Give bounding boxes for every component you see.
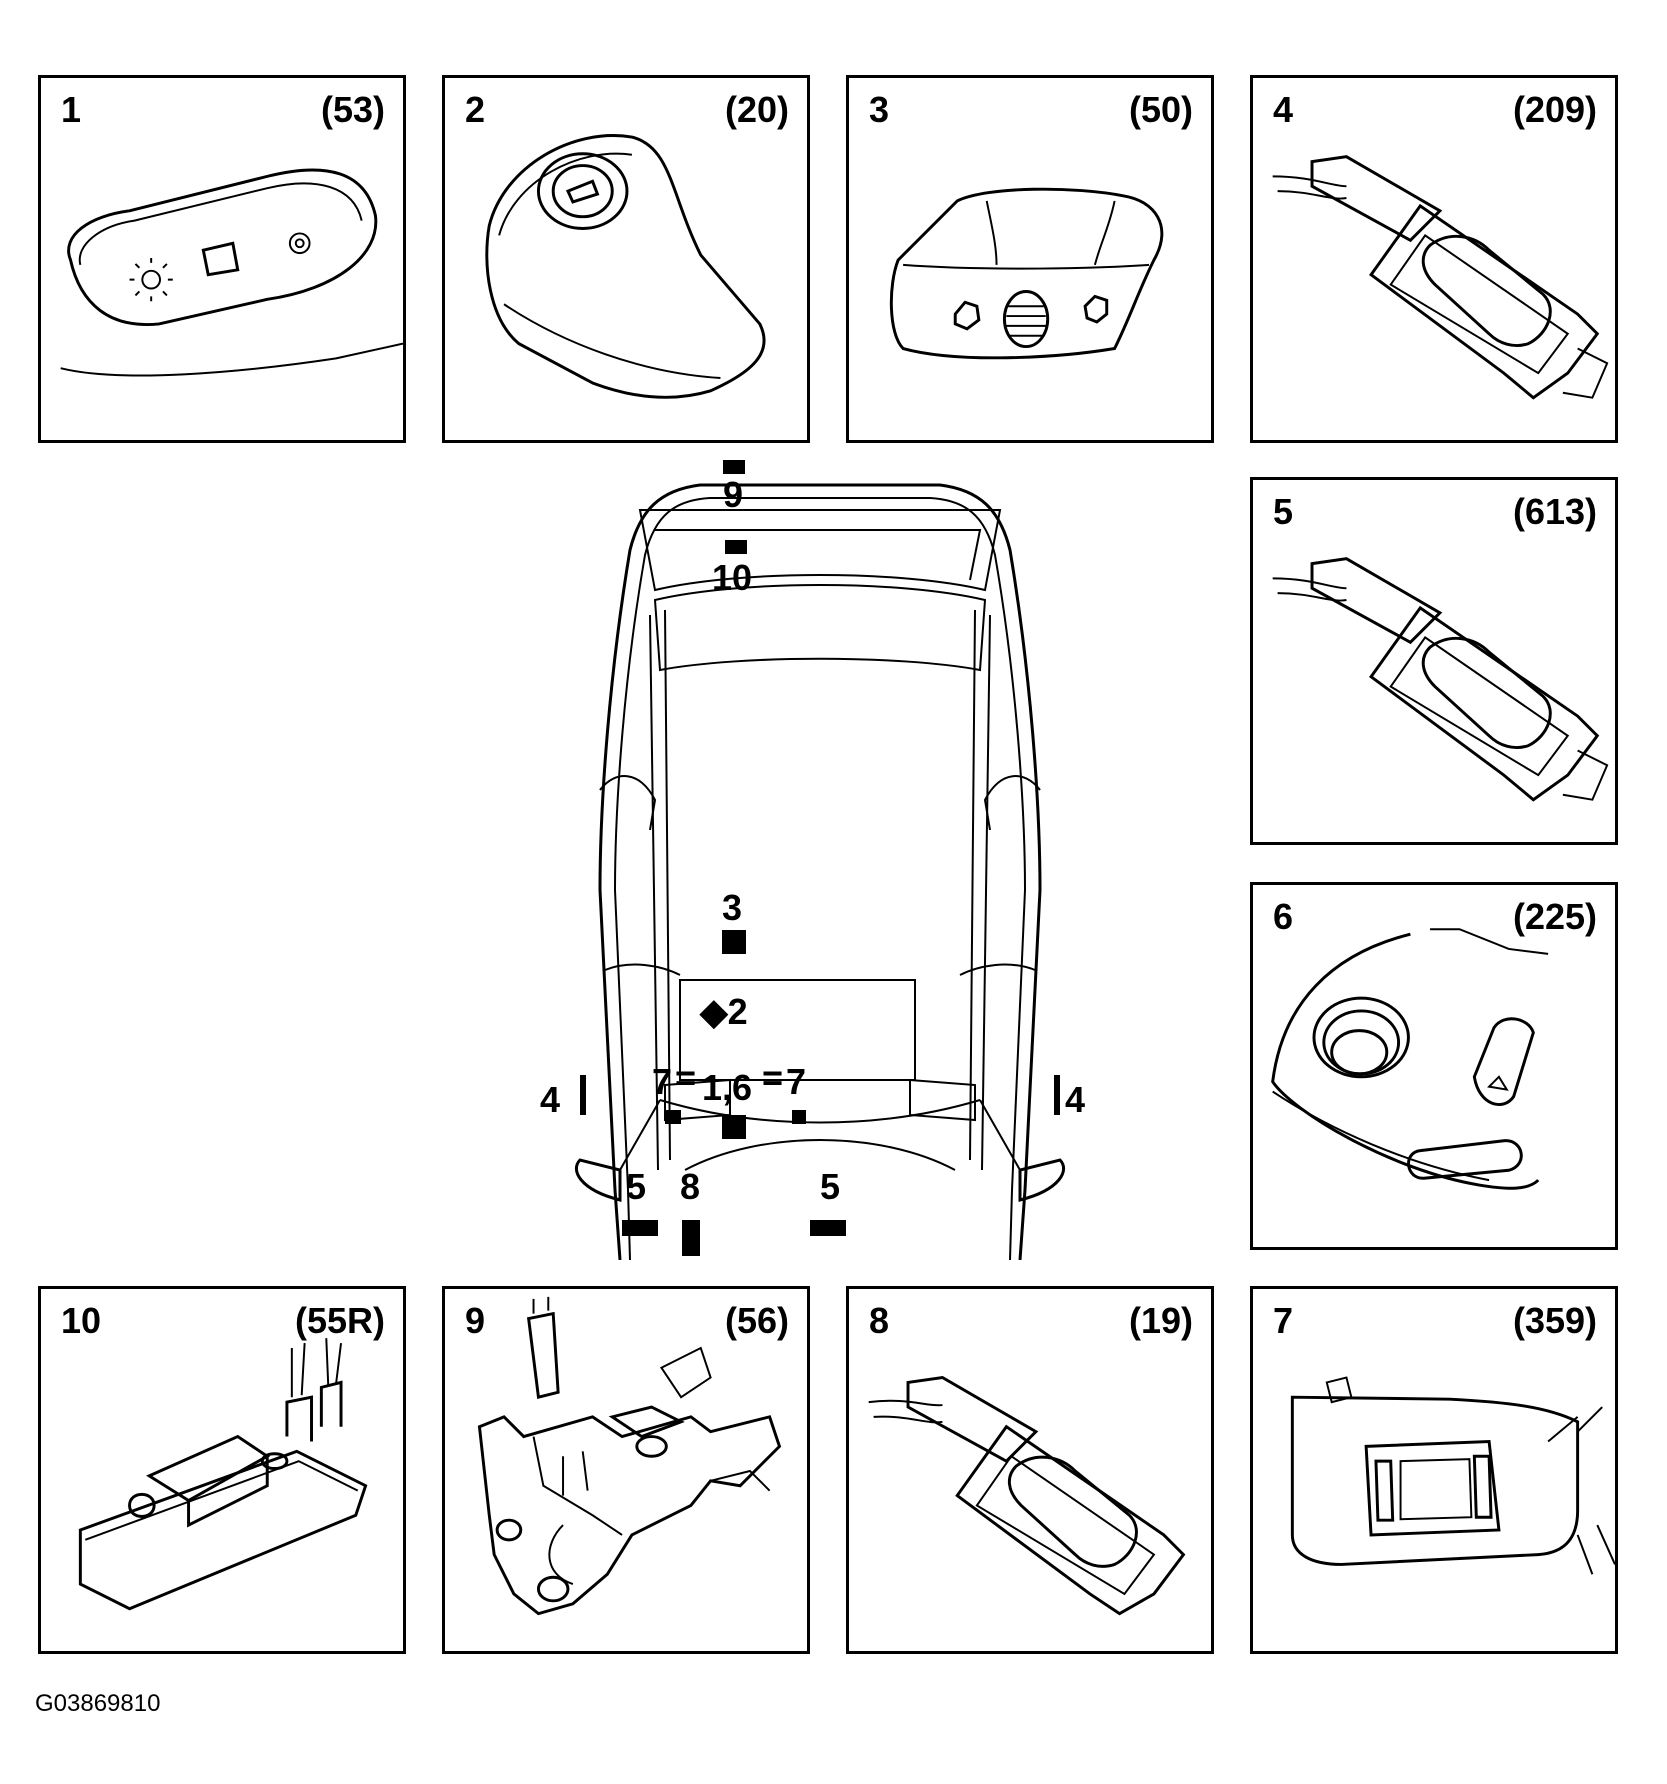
panel-number: 3 <box>869 89 890 130</box>
panel-code: (20) <box>724 89 789 130</box>
panel-number: 2 <box>465 89 486 130</box>
panel-5-footwell-lamp: 5 (613) <box>1250 477 1618 845</box>
panel-code: (53) <box>320 89 385 130</box>
location-label-9: 9 <box>723 474 744 515</box>
location-label-10: 10 <box>712 557 753 598</box>
equals-sign-right: = <box>762 1057 784 1098</box>
panel-6-reading-lamp-switch: 6 (225) <box>1250 882 1618 1250</box>
panel-10-trunk-lamp: 10 (55R) <box>38 1286 406 1654</box>
panel-code: (56) <box>724 1300 789 1341</box>
panel-code: (209) <box>1512 89 1597 130</box>
vehicle-outline <box>574 483 1066 1260</box>
panel-number: 7 <box>1273 1300 1294 1341</box>
location-marker-10 <box>725 540 747 554</box>
location-label-1-6: 1,6 <box>702 1067 753 1108</box>
panel-8-glovebox-lamp: 8 (19) <box>846 1286 1214 1654</box>
location-marker-7-left <box>665 1110 681 1124</box>
location-marker-8 <box>682 1220 700 1256</box>
panel-number: 9 <box>465 1300 486 1341</box>
location-label-7-right: 7 <box>786 1061 807 1102</box>
panel-code: (50) <box>1128 89 1193 130</box>
panel-number: 4 <box>1273 89 1294 130</box>
location-label-5-right: 5 <box>820 1166 841 1207</box>
location-label-7-left: 7 <box>652 1061 673 1102</box>
vehicle-overview: 9 10 3 ◆2 7 = 1,6 = 7 4 4 5 8 5 <box>540 460 1085 1260</box>
location-label-5-left: 5 <box>626 1166 647 1207</box>
location-marker-5-left <box>622 1220 658 1236</box>
panel-7-vanity-mirror-lamp: 7 (359) <box>1250 1286 1618 1654</box>
panel-number: 5 <box>1273 491 1294 532</box>
dome-lamp-illustration <box>889 187 1164 360</box>
panel-2-door-lock-switch: 2 (20) <box>442 75 810 443</box>
location-marker-7-right <box>792 1110 806 1124</box>
trunk-lamp-illustration <box>78 1338 368 1611</box>
panel-4-courtesy-lamp: 4 (209) <box>1250 75 1618 443</box>
figure-id: G03869810 <box>35 1690 161 1717</box>
vanity-mirror-illustration <box>1290 1376 1615 1575</box>
location-marker-3 <box>722 930 746 954</box>
location-label-4-right: 4 <box>1065 1079 1086 1120</box>
panel-code: (225) <box>1512 896 1597 937</box>
panel-code: (359) <box>1512 1300 1597 1341</box>
location-label-2: ◆2 <box>700 991 748 1032</box>
panel-1-light-switch: 1 (53) <box>38 75 406 443</box>
panel-number: 10 <box>61 1300 102 1341</box>
location-label-3: 3 <box>722 887 743 928</box>
location-marker-4-left <box>580 1075 586 1115</box>
location-label-8: 8 <box>680 1166 701 1207</box>
trunk-lock-illustration <box>477 1296 782 1616</box>
location-marker-5-right <box>810 1220 846 1236</box>
panel-code: (613) <box>1512 491 1597 532</box>
location-marker-9 <box>723 460 745 474</box>
location-marker-4-right <box>1054 1075 1060 1115</box>
panel-number: 6 <box>1273 896 1294 937</box>
panel-code: (19) <box>1128 1300 1193 1341</box>
equals-sign-left: = <box>675 1057 697 1098</box>
panel-9-trunk-lock: 9 (56) <box>442 1286 810 1654</box>
panel-number: 1 <box>61 89 82 130</box>
panel-code: (55R) <box>294 1300 385 1341</box>
panel-3-dome-lamp: 3 (50) <box>846 75 1214 443</box>
footwell-lamp-illustration <box>1272 557 1609 802</box>
glovebox-lamp-illustration <box>868 1375 1186 1616</box>
lock-switch-illustration <box>485 134 766 399</box>
location-marker-1-6 <box>722 1115 746 1139</box>
courtesy-lamp-illustration <box>1272 155 1609 400</box>
location-label-4-left: 4 <box>540 1079 561 1120</box>
panel-number: 8 <box>869 1300 890 1341</box>
light-switch-illustration <box>60 168 403 377</box>
reading-lamp-illustration <box>1271 928 1549 1190</box>
